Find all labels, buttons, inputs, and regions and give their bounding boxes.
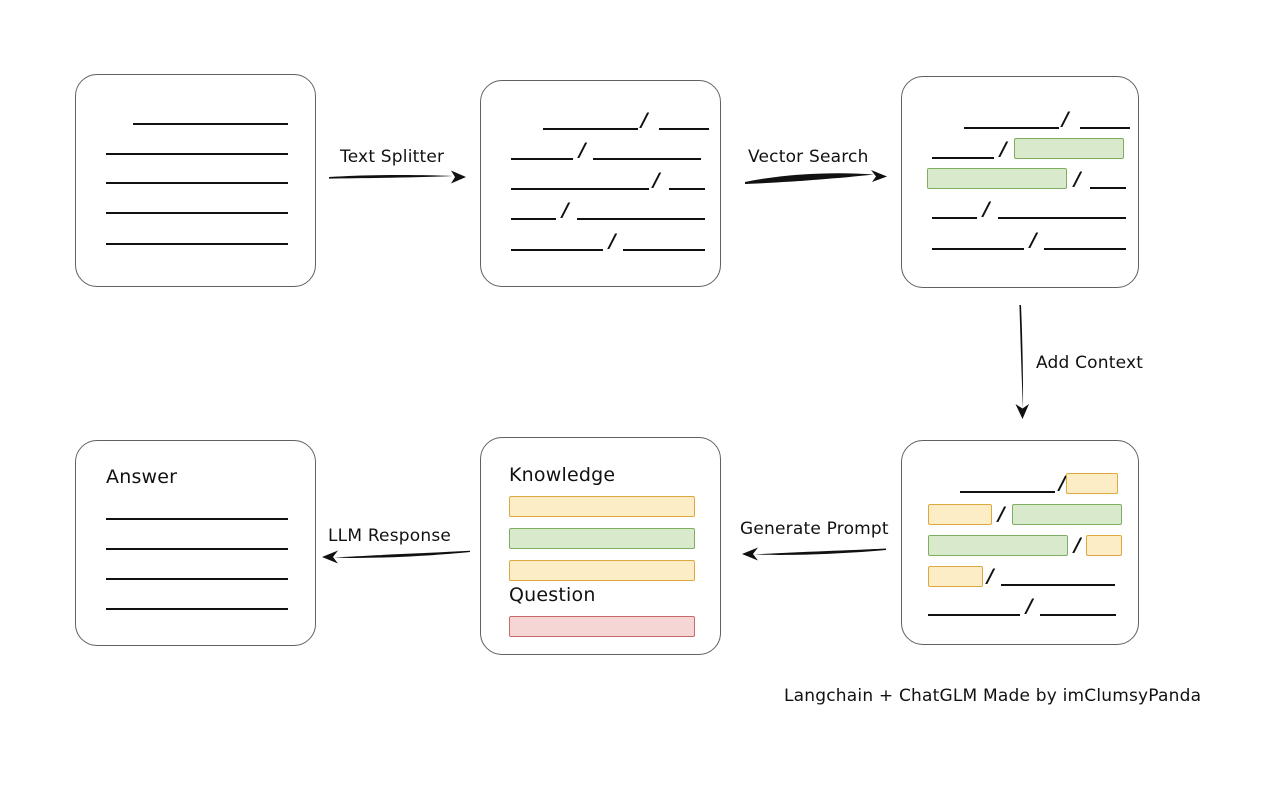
arrow-generate-prompt <box>742 547 886 561</box>
chunk-line <box>623 249 705 251</box>
chunk-separator: / <box>579 139 586 161</box>
doc-line <box>106 153 288 155</box>
chunk-separator: / <box>1026 595 1033 617</box>
arrow-label-vector-search: Vector Search <box>748 147 869 167</box>
context-chip-yellow <box>928 566 983 587</box>
chunk-separator: / <box>609 230 616 252</box>
answer-line <box>106 608 288 610</box>
match-chip-green <box>1014 138 1124 159</box>
chunk-line <box>593 158 701 160</box>
chunk-separator: / <box>998 503 1005 525</box>
question-bar-red <box>509 616 695 637</box>
chunk-line <box>543 128 638 130</box>
arrow-label-llm-response: LLM Response <box>328 526 452 546</box>
knowledge-bar-yellow <box>509 560 695 581</box>
doc-line <box>106 182 288 184</box>
answer-line <box>106 548 288 550</box>
arrow-add-context <box>1015 305 1029 419</box>
chunk-line <box>1090 187 1126 189</box>
arrow-label-add-context: Add Context <box>1036 353 1144 373</box>
card-source-document <box>75 74 316 287</box>
chunk-line <box>511 158 573 160</box>
card-vector-matches: / / / / / <box>901 76 1139 288</box>
chunk-separator: / <box>1062 108 1069 130</box>
question-label: Question <box>509 584 596 606</box>
chunk-separator: / <box>983 198 990 220</box>
credit-text: Langchain + ChatGLM Made by imClumsyPand… <box>784 686 1202 706</box>
chunk-line <box>1044 248 1126 250</box>
chunk-separator: / <box>987 565 994 587</box>
chunk-line <box>932 248 1024 250</box>
chunk-separator: / <box>1074 534 1081 556</box>
doc-line <box>133 123 288 125</box>
card-split-chunks: / / / / / <box>480 80 721 287</box>
answer-line <box>106 518 288 520</box>
answer-title: Answer <box>106 466 178 488</box>
card-prompt: Knowledge Question <box>480 437 721 655</box>
chunk-separator: / <box>653 169 660 191</box>
chunk-line <box>577 218 705 220</box>
knowledge-bar-green <box>509 528 695 549</box>
context-chip-yellow <box>1066 473 1118 494</box>
chunk-separator: / <box>641 109 648 131</box>
arrow-label-text-splitter: Text Splitter <box>340 147 445 167</box>
doc-line <box>106 212 288 214</box>
doc-line <box>106 243 288 245</box>
chunk-separator: / <box>562 199 569 221</box>
chunk-line <box>998 217 1126 219</box>
chunk-line <box>964 127 1059 129</box>
chunk-line <box>928 614 1020 616</box>
knowledge-bar-yellow <box>509 496 695 517</box>
context-chip-yellow <box>1086 535 1122 556</box>
chunk-line <box>1080 127 1130 129</box>
arrow-llm-response <box>322 550 470 564</box>
chunk-line <box>511 218 556 220</box>
chunk-separator: / <box>1030 229 1037 251</box>
arrow-text-splitter <box>329 170 466 184</box>
chunk-separator: / <box>1074 168 1081 190</box>
chunk-line <box>1040 614 1116 616</box>
chunk-line <box>511 188 649 190</box>
chunk-line <box>669 188 705 190</box>
chunk-line <box>932 217 977 219</box>
chunk-line <box>932 157 994 159</box>
chunk-separator: / <box>1000 138 1007 160</box>
chunk-line <box>1001 584 1115 586</box>
arrow-label-generate-prompt: Generate Prompt <box>740 519 889 539</box>
chunk-separator: / <box>1059 472 1066 494</box>
context-chip-yellow <box>928 504 992 525</box>
answer-line <box>106 578 288 580</box>
chunk-line <box>960 491 1055 493</box>
knowledge-label: Knowledge <box>509 464 616 486</box>
chunk-line <box>659 128 709 130</box>
chunk-line <box>511 249 603 251</box>
card-answer: Answer <box>75 440 316 646</box>
arrow-vector-search <box>745 170 887 184</box>
match-chip-green <box>927 168 1067 189</box>
context-chip-green <box>1012 504 1122 525</box>
card-context-added: / / / / / <box>901 440 1139 645</box>
context-chip-green <box>928 535 1068 556</box>
